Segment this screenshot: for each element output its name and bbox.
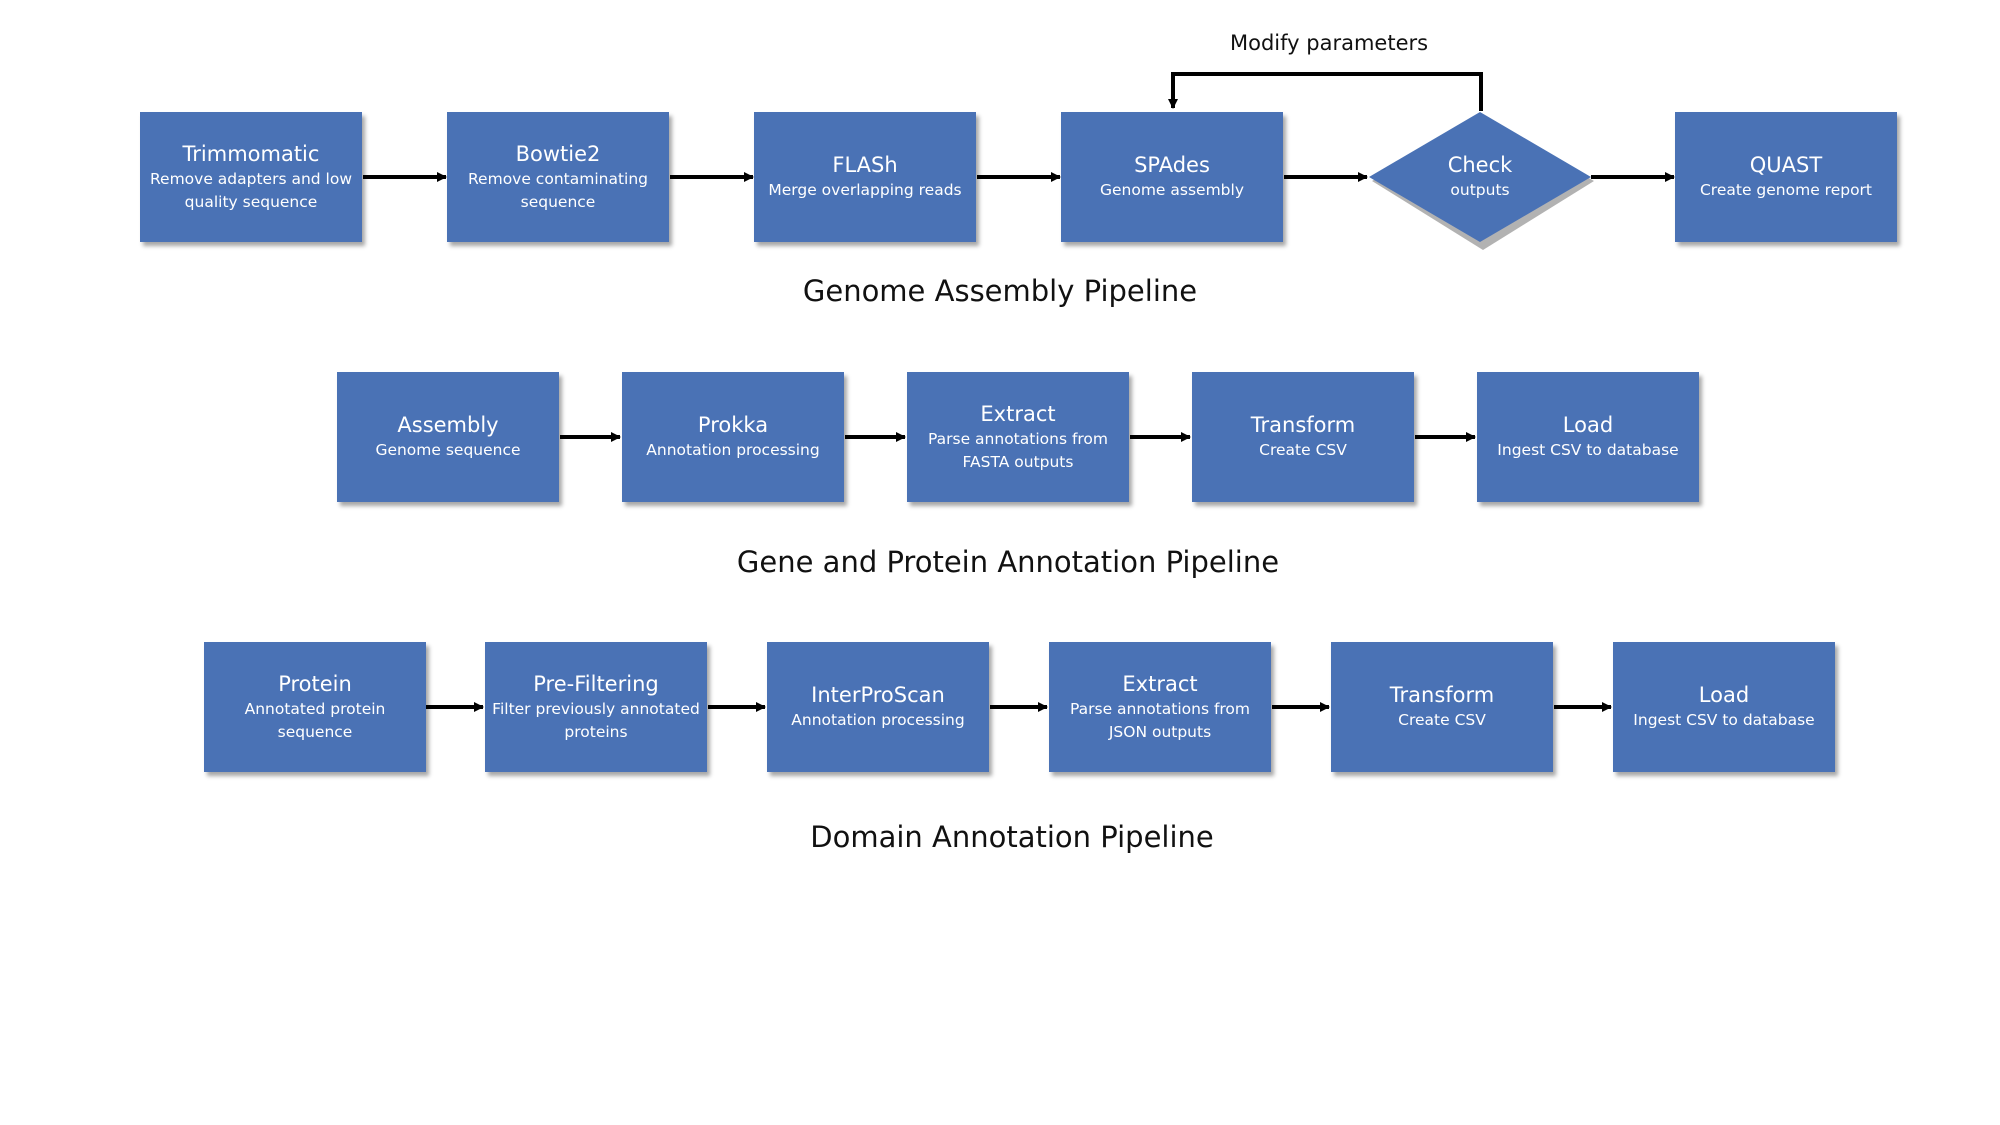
pipeline-title-domain: Domain Annotation Pipeline (0, 820, 2000, 854)
node-subtitle: Create CSV (1259, 441, 1347, 459)
node-subtitle: Filter previously annotated proteins (492, 699, 700, 741)
node-title: QUAST (1749, 153, 1823, 177)
node-check-decision: Check outputs (1369, 112, 1594, 250)
node-load-domain: Load Ingest CSV to database (1613, 642, 1835, 772)
node-subtitle: Annotated protein sequence (244, 699, 386, 741)
loop-label-modify-parameters: Modify parameters (1230, 31, 1429, 55)
node-title: SPAdes (1134, 153, 1210, 177)
node-subtitle: Parse annotations from JSON outputs (1069, 699, 1251, 741)
node-title: Protein (278, 671, 352, 696)
node-pre-filtering: Pre-Filtering Filter previously annotate… (485, 642, 707, 772)
node-title: Pre-Filtering (533, 671, 659, 696)
node-assembly: Assembly Genome sequence (337, 372, 559, 502)
node-title: FLASh (832, 153, 898, 177)
node-subtitle: Genome sequence (375, 441, 521, 459)
node-title: Bowtie2 (515, 141, 601, 166)
node-protein: Protein Annotated protein sequence (204, 642, 426, 772)
node-title: Load (1562, 413, 1614, 437)
node-subtitle: Ingest CSV to database (1497, 441, 1679, 459)
pipeline-title-gene: Gene and Protein Annotation Pipeline (0, 545, 2000, 579)
node-title: Extract (1122, 671, 1198, 696)
node-extract-json: Extract Parse annotations from JSON outp… (1049, 642, 1271, 772)
node-transform-gene: Transform Create CSV (1192, 372, 1414, 502)
node-subtitle: Annotation processing (646, 441, 820, 459)
node-subtitle: Create genome report (1699, 181, 1872, 199)
pipeline-title-genome: Genome Assembly Pipeline (0, 274, 2000, 308)
node-title: Transform (1250, 413, 1356, 437)
node-subtitle: Remove adapters and low quality sequence (149, 169, 353, 211)
pipeline-title-gene-text: Gene and Protein Annotation Pipeline (736, 545, 1280, 579)
node-title: Load (1698, 683, 1750, 707)
node-title: Check (1447, 153, 1513, 177)
node-flash: FLASh Merge overlapping reads (754, 112, 976, 242)
node-load-gene: Load Ingest CSV to database (1477, 372, 1699, 502)
node-subtitle: outputs (1450, 181, 1510, 199)
node-spades: SPAdes Genome assembly (1061, 112, 1283, 242)
node-subtitle: Remove contaminating sequence (467, 169, 648, 211)
node-bowtie2: Bowtie2 Remove contaminating sequence (447, 112, 669, 242)
node-prokka: Prokka Annotation processing (622, 372, 844, 502)
node-trimmomatic: Trimmomatic Remove adapters and low qual… (140, 112, 362, 242)
node-subtitle: Parse annotations from FASTA outputs (927, 429, 1109, 471)
node-title: Transform (1389, 683, 1495, 707)
pipeline-title-domain-text: Domain Annotation Pipeline (810, 820, 1214, 854)
node-subtitle: Annotation processing (791, 711, 965, 729)
node-subtitle: Ingest CSV to database (1633, 711, 1815, 729)
node-title: Assembly (397, 413, 499, 437)
node-title: InterProScan (811, 683, 945, 707)
node-title: Extract (980, 401, 1056, 426)
node-title: Prokka (697, 413, 769, 437)
pipeline-title-genome-text: Genome Assembly Pipeline (802, 274, 1198, 308)
node-transform-domain: Transform Create CSV (1331, 642, 1553, 772)
node-interproscan: InterProScan Annotation processing (767, 642, 989, 772)
node-subtitle: Genome assembly (1099, 181, 1245, 199)
node-extract-fasta: Extract Parse annotations from FASTA out… (907, 372, 1129, 502)
arrow-loop-check-to-spades (1168, 72, 1483, 111)
decision-diamond-shape (1369, 112, 1594, 250)
node-title: Trimmomatic (182, 141, 320, 166)
node-quast: QUAST Create genome report (1675, 112, 1897, 242)
node-subtitle: Merge overlapping reads (768, 181, 962, 199)
node-subtitle: Create CSV (1398, 711, 1486, 729)
